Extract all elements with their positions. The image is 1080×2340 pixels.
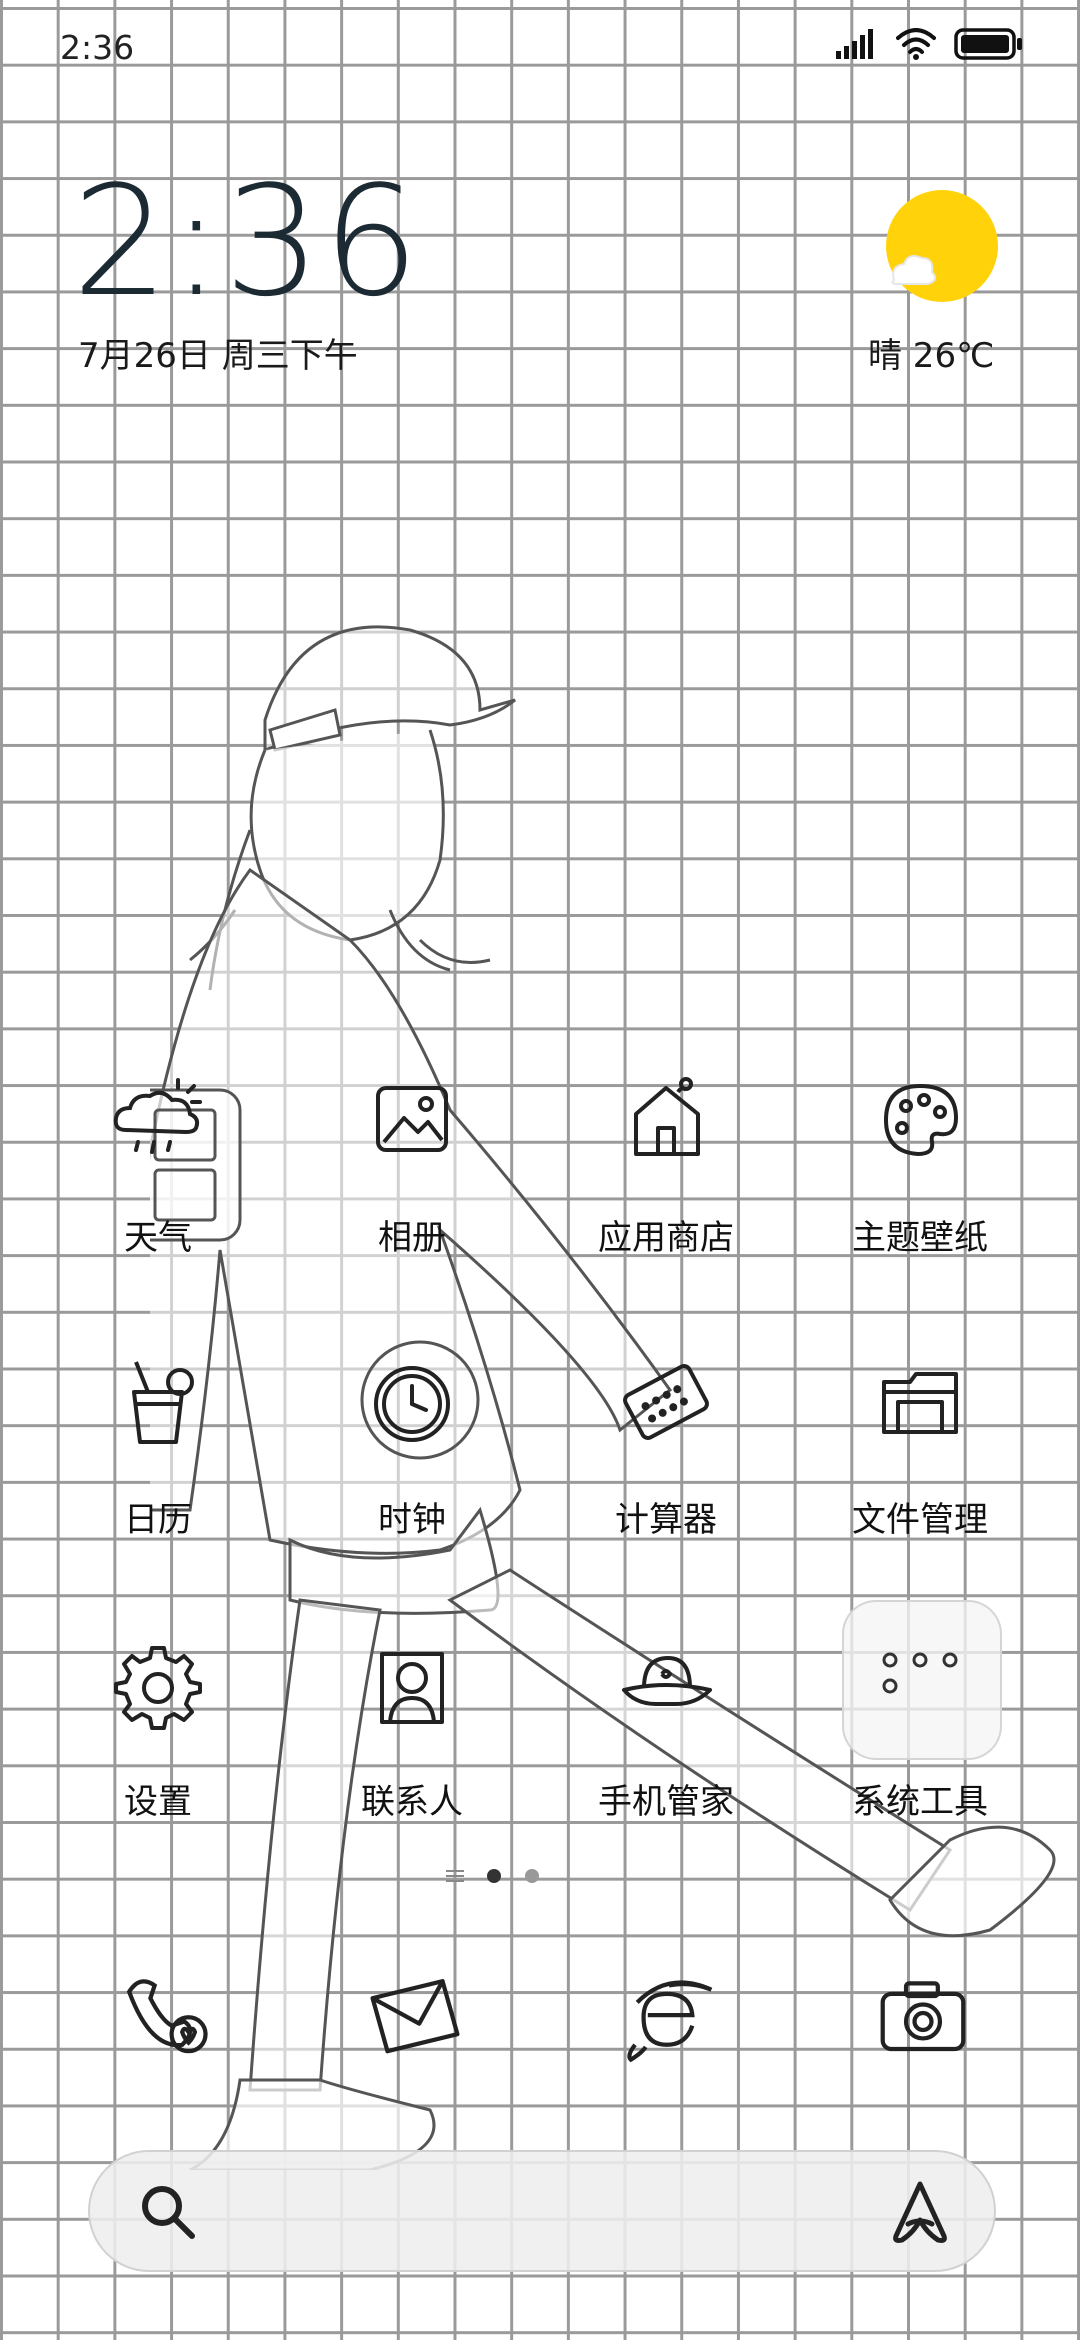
clock-icon (374, 1366, 450, 1442)
app-phone-manager[interactable]: 手机管家 (556, 1634, 776, 1834)
app-label-gallery: 相册 (378, 1218, 446, 1258)
app-label-phone-manager: 手机管家 (598, 1782, 734, 1822)
app-store[interactable]: 应用商店 (556, 1070, 776, 1270)
app-label-settings: 设置 (124, 1782, 192, 1822)
page-dot-active[interactable] (486, 1868, 502, 1884)
page-indicator[interactable] (446, 1868, 540, 1884)
weather-condition-temp: 晴 26℃ (868, 336, 995, 376)
app-label-contacts: 联系人 (361, 1782, 463, 1822)
status-icons (836, 28, 1024, 60)
app-label-theme: 主题壁纸 (852, 1218, 988, 1258)
app-gallery[interactable]: 相册 (302, 1070, 522, 1270)
app-calendar[interactable]: 日历 (48, 1352, 268, 1552)
tools-folder-icon (882, 1652, 958, 1694)
page-dot[interactable] (524, 1868, 540, 1884)
app-label-calendar: 日历 (124, 1500, 192, 1540)
app-weather[interactable]: 天气 (48, 1070, 268, 1270)
app-settings[interactable]: 设置 (48, 1634, 268, 1834)
folder-system-tools[interactable]: 系统工具 (810, 1634, 1030, 1834)
app-label-system-tools: 系统工具 (852, 1782, 988, 1822)
app-label-files: 文件管理 (852, 1500, 988, 1540)
app-label-store: 应用商店 (598, 1218, 734, 1258)
app-contacts[interactable]: 联系人 (302, 1634, 522, 1834)
clock-widget-time[interactable]: 2:36 (72, 153, 422, 330)
battery-icon (954, 28, 1022, 60)
browser-icon[interactable] (616, 1960, 722, 2066)
folder-icon (882, 1372, 958, 1434)
app-store-icon (634, 1077, 700, 1156)
app-label-calculator: 计算器 (615, 1500, 717, 1540)
status-time: 2:36 (60, 28, 135, 67)
sun-cloud-icon[interactable] (884, 188, 1000, 304)
system-tools-folder-background (842, 1600, 1002, 1760)
wifi-icon (896, 28, 936, 60)
phone-icon[interactable] (108, 1960, 214, 2066)
app-calculator[interactable]: 计算器 (556, 1352, 776, 1552)
search-bar[interactable] (88, 2150, 996, 2272)
weather-icon (113, 1078, 202, 1154)
clock-widget-date: 7月26日 周三下午 (78, 336, 358, 376)
app-clock[interactable]: 时钟 (302, 1352, 522, 1552)
hat-icon (622, 1656, 712, 1706)
palette-icon (883, 1083, 959, 1157)
signal-icon (836, 29, 873, 59)
app-label-clock: 时钟 (378, 1500, 446, 1540)
app-files[interactable]: 文件管理 (810, 1352, 1030, 1552)
assistant-icon[interactable] (884, 2176, 956, 2248)
pages-list-icon[interactable] (446, 1868, 464, 1884)
search-icon[interactable] (136, 2180, 198, 2242)
app-label-weather: 天气 (124, 1218, 192, 1258)
calendar-icon (132, 1361, 194, 1444)
contact-icon (380, 1652, 444, 1724)
app-theme[interactable]: 主题壁纸 (810, 1070, 1030, 1270)
gallery-icon (376, 1086, 448, 1152)
message-icon[interactable] (362, 1960, 468, 2066)
camera-icon[interactable] (870, 1960, 976, 2066)
calculator-icon (623, 1364, 709, 1440)
gear-icon (114, 1646, 202, 1730)
